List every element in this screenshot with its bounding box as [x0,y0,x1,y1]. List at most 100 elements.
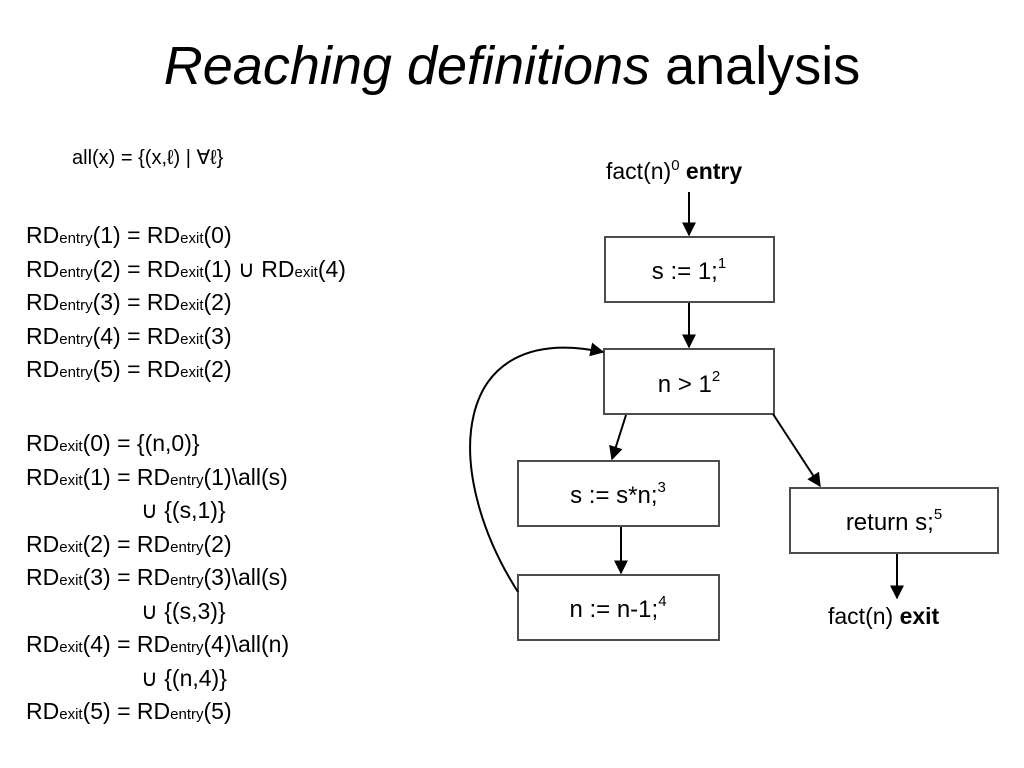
lhs-arg: (4) = [92,322,147,349]
rhs-sub: entry [170,538,204,556]
rhs: RD [136,564,171,590]
edge-2-to-5 [772,413,821,488]
union-term: ∪ {(s,3)} [141,597,226,624]
lhs: RD [26,322,60,349]
rd-entry-equations: RDentry(1) = RDexit(0) RDentry(2) = RDex… [26,219,346,387]
rd-exit-line-2: RDexit(2) = RDentry(2) [26,528,289,562]
rhs2-arg: (4) [317,255,346,282]
rhs-sub: exit [180,364,204,381]
rhs-sub: entry [170,706,204,723]
node-5-label: return s;5 [846,506,942,536]
rhs-arg: (2) [203,289,232,315]
node-4-box [517,574,720,641]
rd-exit-line-4-union: ∪ {(n,4)} [26,662,289,696]
lhs: RD [26,564,60,590]
rd-entry-line-3: RDentry(3) = RDexit(2) [26,286,346,320]
rhs-arg: (1) [203,255,232,282]
rhs: RD [146,255,181,282]
rhs-sub: exit [180,230,204,247]
lhs: RD [26,289,60,315]
rhs: RD [146,322,181,349]
node-5-box [789,487,999,554]
rhs-sub: exit [180,297,204,314]
rhs2-sub: exit [294,263,318,281]
rhs: RD [136,530,171,557]
lhs-arg: (0) = [82,430,137,456]
rhs: RD [146,289,181,315]
node-2-box [603,348,775,415]
node-4-label: n := n-1;4 [569,593,666,623]
lhs-arg: (1) = [82,463,137,490]
lhs-arg: (3) = [92,289,147,315]
edge-2-to-3 [609,414,627,461]
rd-exit-line-3-union: ∪ {(s,3)} [26,595,289,629]
rhs-arg: (5) [203,698,232,724]
lhs-sub: exit [59,538,83,556]
lhs: RD [26,356,60,382]
rhs-arg: (3)\all(s) [203,564,288,590]
rhs-arg: (4)\all(n) [203,631,290,657]
lhs: RD [26,222,60,248]
lhs: RD [26,530,60,557]
cfg-exit-label: fact(n) exit [828,603,940,629]
rd-exit-line-4: RDexit(4) = RDentry(4)\all(n) [26,628,289,662]
lhs: RD [26,631,60,657]
rhs-arg: (0) [203,222,232,248]
lhs-sub: entry [59,330,93,348]
rd-exit-line-5: RDexit(5) = RDentry(5) [26,695,289,729]
rhs-sub: entry [170,471,204,489]
node-1-box [604,236,775,303]
rhs-sub: entry [170,572,204,589]
lhs-sub: exit [59,438,83,455]
all-definition: all(x) = {(x,ℓ) | ∀ℓ} [72,147,224,169]
rhs: {(n,0)} [136,430,200,456]
rhs-arg: (3) [203,322,232,349]
rd-exit-line-1: RDexit(1) = RDentry(1)\all(s) [26,461,289,495]
rhs-arg: (2) [203,356,232,382]
rd-exit-line-0: RDexit(0) = {(n,0)} [26,427,289,461]
node-3-label: s := s*n;3 [570,479,666,509]
lhs-sub: exit [59,471,83,489]
rhs: RD [146,222,181,248]
title-italic: Reaching definitions [163,36,651,96]
rd-entry-line-1: RDentry(1) = RDexit(0) [26,219,346,253]
rhs: RD [146,356,181,382]
rhs-arg: (1)\all(s) [203,463,288,490]
lhs-arg: (5) = [92,356,147,382]
lhs-sub: exit [59,706,83,723]
rhs-sub: entry [170,639,204,656]
rd-exit-equations: RDexit(0) = {(n,0)} RDexit(1) = RDentry(… [26,427,289,729]
node-1-label: s := 1;1 [652,255,726,285]
rhs-sub: exit [180,330,204,348]
union-symbol: ∪ [231,255,262,282]
lhs-sub: exit [59,572,83,589]
cfg-node-2: n > 12 [603,348,775,415]
rd-entry-line-4: RDentry(4) = RDexit(3) [26,320,346,354]
cfg-node-3: s := s*n;3 [517,460,720,527]
lhs-arg: (3) = [82,564,137,590]
slide-title: Reaching definitions analysis [0,34,1024,98]
lhs-sub: entry [59,364,93,381]
lhs-sub: exit [59,639,83,656]
rhs: RD [136,463,171,490]
cfg-entry-label: fact(n)0 entry [606,157,742,184]
lhs: RD [26,255,60,282]
lhs: RD [26,463,60,490]
union-term: ∪ {(s,1)} [141,497,226,523]
lhs: RD [26,430,60,456]
node-2-label: n > 12 [658,368,720,398]
lhs-arg: (1) = [92,222,147,248]
lhs-arg: (2) = [82,530,137,557]
rd-entry-line-5: RDentry(5) = RDexit(2) [26,353,346,387]
cfg-node-5: return s;5 [789,487,999,554]
title-rest: analysis [650,36,861,96]
lhs-arg: (4) = [82,631,137,657]
rhs-sub: exit [180,263,204,281]
lhs-sub: entry [59,297,93,314]
rhs: RD [136,698,171,724]
rhs2: RD [261,255,295,282]
lhs-arg: (2) = [92,255,147,282]
rd-exit-line-3: RDexit(3) = RDentry(3)\all(s) [26,561,289,595]
lhs-arg: (5) = [82,698,137,724]
